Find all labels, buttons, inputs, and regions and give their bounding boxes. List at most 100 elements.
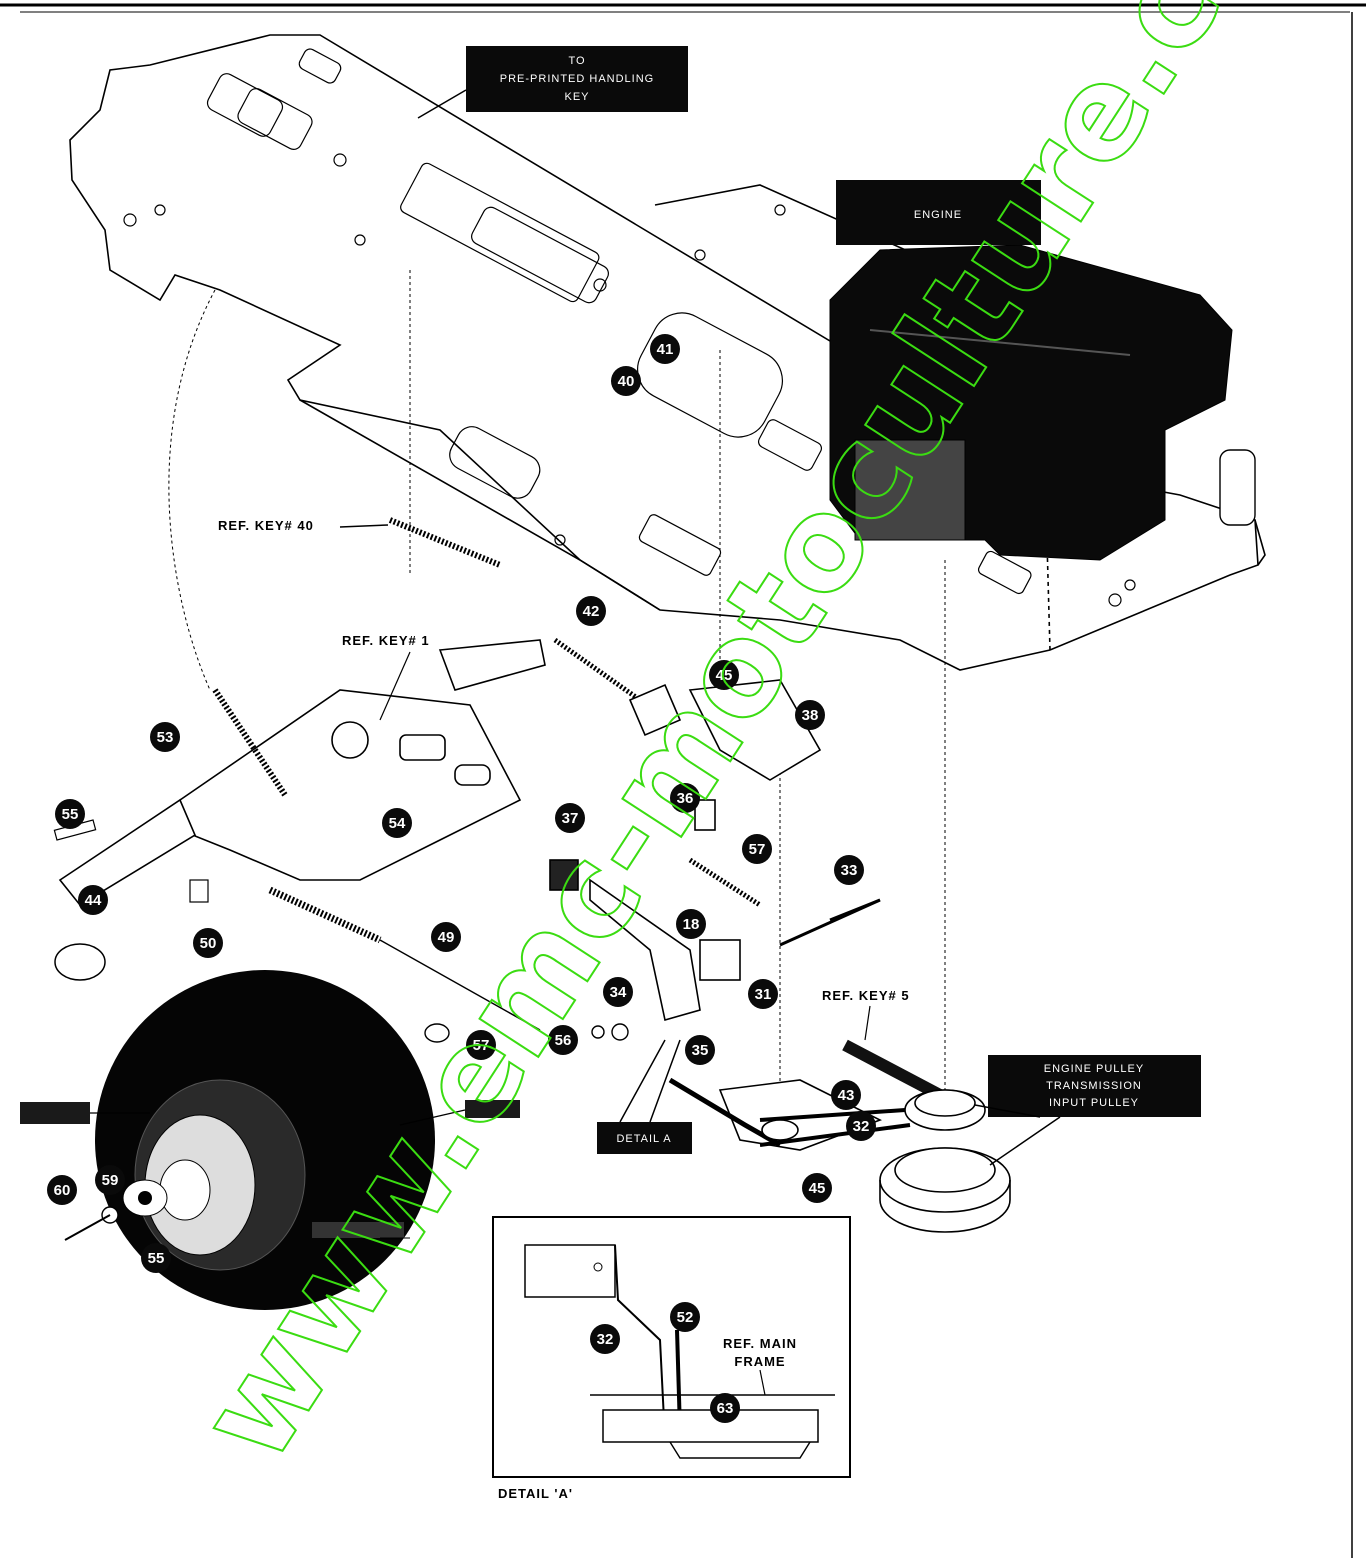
callout-bubble	[611, 366, 641, 396]
callout-bubble	[150, 722, 180, 752]
callout-number: 32	[853, 1118, 870, 1135]
callout-number: 57	[749, 841, 766, 858]
callout-bubble	[831, 1080, 861, 1110]
callout-number: 36	[677, 790, 694, 807]
callout-52: 52	[670, 1302, 700, 1332]
callout-layer: 4140424538363733183134355349505657554454…	[47, 334, 876, 1423]
callout-number: 37	[562, 810, 579, 827]
callout-37: 37	[555, 803, 585, 833]
guide-lines	[168, 270, 946, 1100]
callout-bubble	[78, 885, 108, 915]
callout-bubble	[555, 803, 585, 833]
callout-35: 35	[685, 1035, 715, 1065]
callout-bubble	[603, 977, 633, 1007]
callout-34: 34	[603, 977, 633, 1007]
callout-38: 38	[795, 700, 825, 730]
transmission	[58, 639, 546, 907]
callout-bubble	[576, 596, 606, 626]
callout-55: 55	[55, 799, 85, 829]
callout-56: 56	[548, 1025, 578, 1055]
callout-number: 34	[610, 984, 627, 1001]
callout-number: 63	[717, 1400, 734, 1417]
callout-bubble	[676, 909, 706, 939]
callout-number: 38	[802, 707, 819, 724]
pulleys	[759, 1089, 1011, 1233]
callout-32: 32	[590, 1324, 620, 1354]
callout-number: 42	[583, 603, 600, 620]
callout-number: 43	[838, 1087, 855, 1104]
handling-key-line-2: PRE-PRINTED HANDLING	[500, 73, 654, 85]
callout-number: 31	[755, 986, 772, 1003]
callout-bubble	[431, 922, 461, 952]
callout-59: 59	[95, 1165, 125, 1195]
springs-rods	[53, 517, 943, 1101]
callout-bubble	[95, 1165, 125, 1195]
callout-bubble	[709, 660, 739, 690]
detail-a-tag-label: DETAIL A	[616, 1133, 671, 1145]
wheel-small-parts	[64, 1023, 629, 1241]
callout-bubble	[802, 1173, 832, 1203]
callout-bubble	[670, 1302, 700, 1332]
callout-44: 44	[78, 885, 108, 915]
engine	[829, 244, 1256, 561]
callout-bubble	[710, 1393, 740, 1423]
callout-number: 53	[157, 729, 174, 746]
callout-42: 42	[576, 596, 606, 626]
callout-bubble	[795, 700, 825, 730]
callout-bubble	[193, 928, 223, 958]
callout-number: 56	[555, 1032, 572, 1049]
callout-33: 33	[834, 855, 864, 885]
callout-bubble	[141, 1243, 171, 1273]
callout-63: 63	[710, 1393, 740, 1423]
callout-41: 41	[650, 334, 680, 364]
handling-key-line-1: TO	[568, 55, 585, 67]
callout-36: 36	[670, 783, 700, 813]
callout-43: 43	[831, 1080, 861, 1110]
engine-box	[836, 180, 1041, 245]
callout-number: 45	[809, 1180, 826, 1197]
callout-number: 44	[85, 892, 102, 909]
callout-45: 45	[709, 660, 739, 690]
ref-main-frame-line-1: REF. MAIN	[723, 1336, 797, 1351]
callout-45: 45	[802, 1173, 832, 1203]
pulley-box-line-2: TRANSMISSION	[1046, 1080, 1142, 1092]
callout-number: 57	[473, 1037, 490, 1054]
callout-18: 18	[676, 909, 706, 939]
callout-number: 33	[841, 862, 858, 879]
callout-bubble	[382, 808, 412, 838]
handling-key-line-3: KEY	[564, 91, 589, 103]
callout-60: 60	[47, 1175, 77, 1205]
ref-key-1-label: REF. KEY# 1	[342, 633, 430, 648]
callout-55: 55	[141, 1243, 171, 1273]
pulley-box-line-3: INPUT PULLEY	[1049, 1097, 1139, 1109]
callout-bubble	[650, 334, 680, 364]
detail-a-tag	[597, 1122, 692, 1154]
ref-key-40-label: REF. KEY# 40	[218, 518, 314, 533]
pulley-box	[988, 1055, 1201, 1117]
detail-a-inset: REF. MAIN FRAME	[492, 1216, 851, 1478]
callout-number: 35	[692, 1042, 709, 1059]
callout-53: 53	[150, 722, 180, 752]
callout-bubble	[685, 1035, 715, 1065]
callout-number: 54	[389, 815, 406, 832]
callout-number: 45	[716, 667, 733, 684]
callout-54: 54	[382, 808, 412, 838]
callout-bubble	[590, 1324, 620, 1354]
callout-number: 41	[657, 341, 674, 358]
page-frame	[0, 3, 1366, 1558]
frame-cutouts	[123, 48, 1136, 607]
callout-bubble	[47, 1175, 77, 1205]
brackets	[549, 679, 882, 1151]
ref-main-frame-line-2: FRAME	[734, 1354, 785, 1369]
callout-57: 57	[466, 1030, 496, 1060]
callout-number: 52	[677, 1309, 694, 1326]
callout-50: 50	[193, 928, 223, 958]
callout-49: 49	[431, 922, 461, 952]
callout-32: 32	[846, 1111, 876, 1141]
callout-number: 55	[62, 806, 79, 823]
callout-number: 59	[102, 1172, 119, 1189]
callout-57: 57	[742, 834, 772, 864]
callout-bubble	[466, 1030, 496, 1060]
callout-number: 50	[200, 935, 217, 952]
